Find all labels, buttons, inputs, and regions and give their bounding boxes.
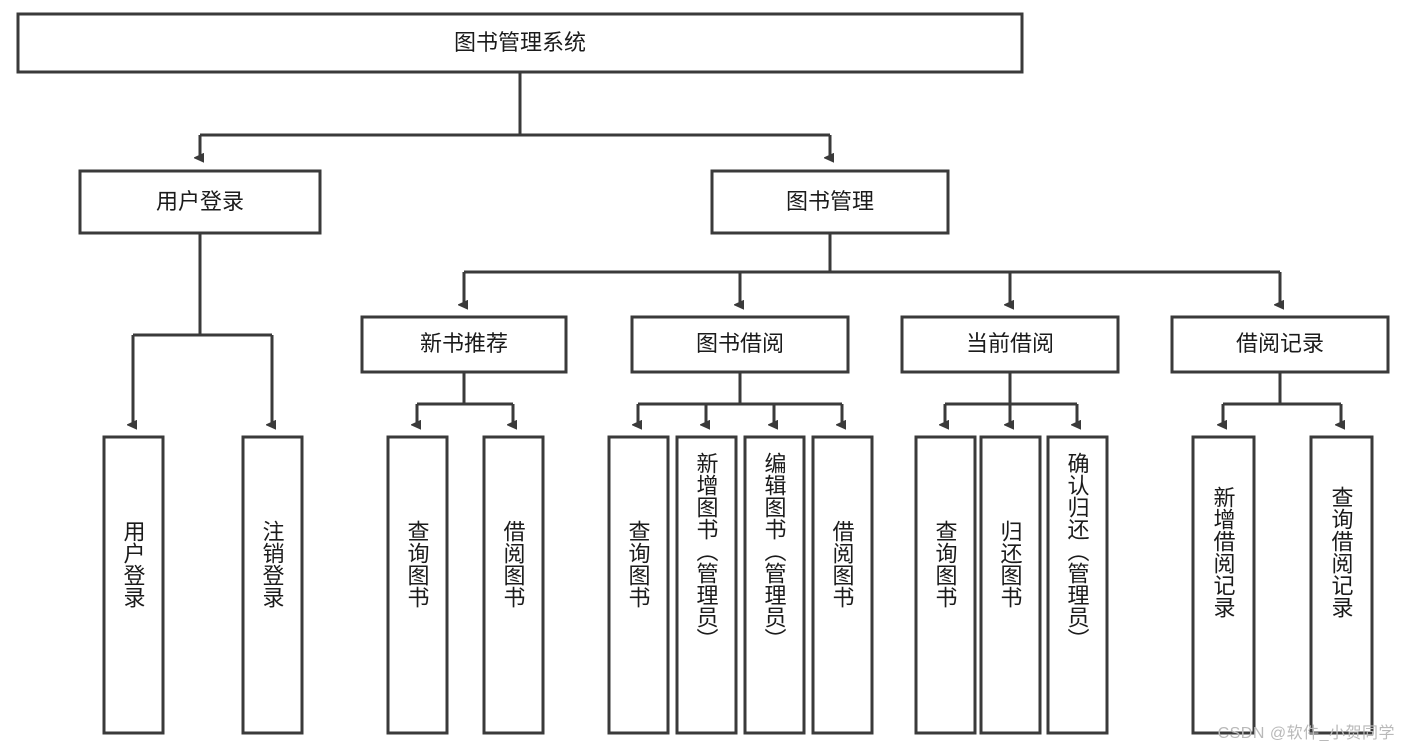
watermark: CSDN @软件_小贺同学 [1217,725,1395,742]
leaf-login-2-box[interactable] [241,435,304,735]
node-record[interactable]: 借阅记录 [1170,315,1390,374]
leaf-login-2[interactable]: 注销登录 [241,435,304,735]
leaf-newbook-1[interactable]: 查询图书 [386,435,449,735]
node-root-box[interactable] [16,12,1024,74]
node-record-box[interactable] [1170,315,1390,374]
leaf-borrow-3-label: 编辑图书（管理员） [762,452,787,650]
leaf-borrow-1[interactable]: 查询图书 [607,435,670,735]
node-root-label: 图书管理系统 [454,30,586,55]
node-root[interactable]: 图书管理系统 [16,12,1024,74]
leaf-borrow-2-box[interactable] [675,435,738,735]
leaf-current-3[interactable]: 确认归还（管理员） [1046,435,1109,735]
node-login-label: 用户登录 [156,189,244,214]
leaf-borrow-1-box[interactable] [607,435,670,735]
leaf-current-2[interactable]: 归还图书 [979,435,1042,735]
leaf-record-1[interactable]: 新增借阅记录 [1191,435,1256,735]
node-newbook-label: 新书推荐 [420,331,508,356]
leaf-current-3-label: 确认归还（管理员） [1065,452,1090,650]
leaf-newbook-1-label: 查询图书 [405,520,430,608]
leaf-login-1[interactable]: 用户登录 [102,435,165,735]
node-newbook-box[interactable] [360,315,568,374]
node-newbook[interactable]: 新书推荐 [360,315,568,374]
leaf-borrow-2[interactable]: 新增图书（管理员） [675,435,738,735]
leaf-login-1-box[interactable] [102,435,165,735]
leaf-borrow-4-box[interactable] [811,435,874,735]
node-bookmgmt-label: 图书管理 [786,189,874,214]
node-borrow[interactable]: 图书借阅 [630,315,850,374]
leaf-record-2[interactable]: 查询借阅记录 [1309,435,1374,735]
leaf-newbook-2-box[interactable] [482,435,545,735]
leaf-borrow-3[interactable]: 编辑图书（管理员） [743,435,806,735]
leaf-record-2-label: 查询借阅记录 [1329,486,1354,618]
leaf-borrow-2-label: 新增图书（管理员） [694,452,719,650]
leaf-current-2-box[interactable] [979,435,1042,735]
leaf-borrow-4[interactable]: 借阅图书 [811,435,874,735]
node-bookmgmt[interactable]: 图书管理 [710,169,950,235]
node-record-label: 借阅记录 [1236,331,1324,356]
leaf-record-1-label: 新增借阅记录 [1211,486,1236,618]
leaf-borrow-4-label: 借阅图书 [830,520,855,608]
leaf-borrow-1-label: 查询图书 [626,520,651,608]
leaf-current-2-label: 归还图书 [998,520,1023,608]
node-bookmgmt-box[interactable] [710,169,950,235]
connectors [133,72,1341,425]
leaf-current-1[interactable]: 查询图书 [914,435,977,735]
node-current-box[interactable] [900,315,1120,374]
leaf-record-1-box[interactable] [1191,435,1256,735]
leaf-newbook-2[interactable]: 借阅图书 [482,435,545,735]
leaf-newbook-1-box[interactable] [386,435,449,735]
leaf-current-3-box[interactable] [1046,435,1109,735]
leaf-newbook-2-label: 借阅图书 [501,520,526,608]
leaf-current-1-box[interactable] [914,435,977,735]
leaf-current-1-label: 查询图书 [933,520,958,608]
node-current[interactable]: 当前借阅 [900,315,1120,374]
leaf-borrow-3-box[interactable] [743,435,806,735]
leaf-login-1-label: 用户登录 [121,520,146,608]
leaf-record-2-box[interactable] [1309,435,1374,735]
node-login-box[interactable] [78,169,322,235]
node-borrow-box[interactable] [630,315,850,374]
leaf-login-2-label: 注销登录 [260,520,285,608]
node-login[interactable]: 用户登录 [78,169,322,235]
node-current-label: 当前借阅 [966,331,1054,356]
node-borrow-label: 图书借阅 [696,331,784,356]
